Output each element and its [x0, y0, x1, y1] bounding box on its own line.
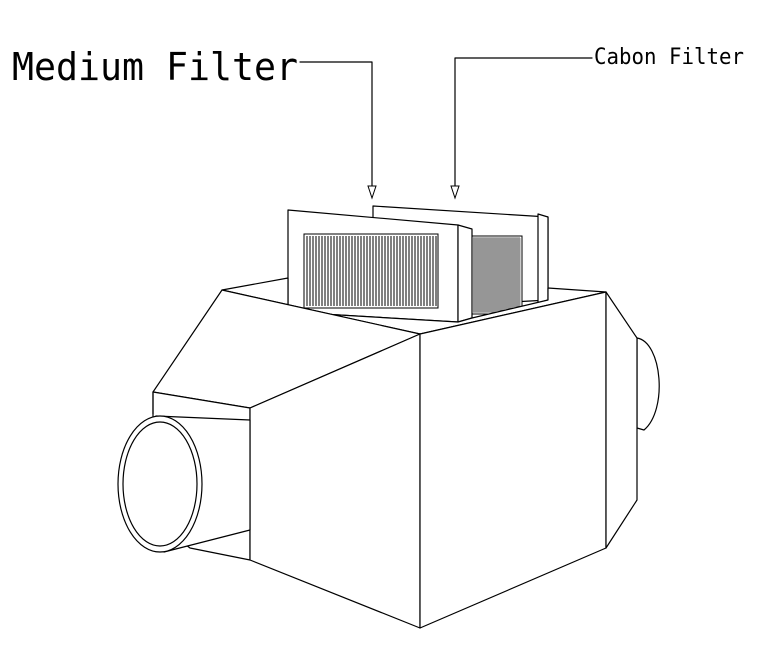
rear-outlet [636, 337, 660, 431]
carbon-filter-label: Cabon Filter [594, 45, 744, 70]
callout-carbon [450, 57, 593, 200]
medium-filter-label: Medium Filter [12, 45, 298, 89]
inlet-duct [117, 415, 251, 553]
carbon-media-texture [473, 237, 521, 313]
medium-filter [287, 209, 473, 323]
box-body [152, 277, 638, 629]
callout-medium [299, 61, 377, 200]
